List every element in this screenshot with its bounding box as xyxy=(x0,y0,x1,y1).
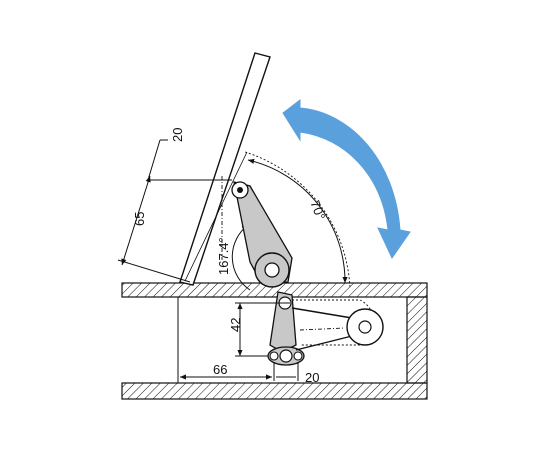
opening-angle-label: 70° xyxy=(307,198,328,222)
cabinet-bottom-board xyxy=(121,382,428,400)
strut-link xyxy=(291,307,353,351)
horizontal-offset-label: 66 xyxy=(213,362,227,377)
lid-height-label: 65 xyxy=(132,212,147,226)
lid-top-offset-label: 20 xyxy=(170,128,185,142)
lower-link-arm xyxy=(267,291,305,366)
lid-panel xyxy=(179,52,271,286)
lid-swing-path xyxy=(244,151,375,346)
vertical-offset-label: 42 xyxy=(228,318,243,332)
curved-double-arrow-icon xyxy=(282,98,411,260)
upper-link-arm xyxy=(231,181,293,288)
opening-angle-dimension: 70° xyxy=(247,158,348,284)
vertical-offset-dimension: 42 xyxy=(228,302,290,357)
lid-dimensions: 20 65 xyxy=(117,128,232,283)
horizontal-dimensions: 66 20 xyxy=(180,362,319,385)
cabinet-side-wall xyxy=(406,296,428,384)
link-angle-label: 167.4° xyxy=(216,237,231,275)
roller-wheel xyxy=(346,308,384,346)
mount-width-label: 20 xyxy=(305,370,319,385)
